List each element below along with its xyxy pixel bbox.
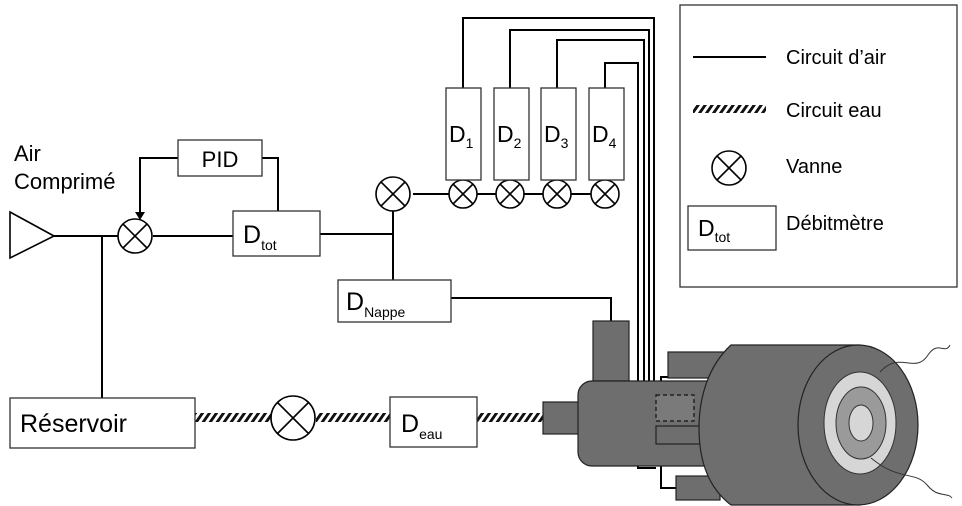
water-pipe-segment <box>195 413 271 422</box>
pid-label: PID <box>202 147 239 172</box>
legend-valve-icon <box>711 150 747 186</box>
valve-d1-icon <box>448 179 478 209</box>
legend-water-label: Circuit eau <box>786 100 882 122</box>
valve-d2-icon <box>495 179 525 209</box>
legend-flowmeter-sample <box>687 205 777 251</box>
water-inlet-fitting <box>542 401 580 435</box>
flowmeter-d3-label: D3 <box>544 121 569 151</box>
inner-chamber-dashed <box>655 394 695 422</box>
legend-valve-label: Vanne <box>786 156 842 178</box>
flowmeter-deau <box>389 396 478 448</box>
core-ring <box>848 404 874 442</box>
valve-distribution-icon <box>375 176 411 212</box>
flowmeter-d1 <box>445 87 482 181</box>
flowmeter-d3 <box>540 87 577 181</box>
valve-water-icon <box>270 395 316 441</box>
flowmeter-d2 <box>493 87 530 181</box>
air-port-bottom <box>675 475 721 501</box>
air-port-middle <box>655 425 705 445</box>
air-label-line1: Air <box>14 141 41 166</box>
water-pipe-segment <box>316 413 390 422</box>
flowmeter-d4-label: D4 <box>592 121 617 151</box>
flowmeter-deau-label: Deau <box>401 410 442 442</box>
flowmeter-dnappe-label: DNappe <box>346 288 406 320</box>
wire-bottom <box>870 457 953 499</box>
legend-flowmeter-label: Débitmètre <box>786 213 884 235</box>
injector-device <box>542 320 953 506</box>
pid-box <box>177 139 263 177</box>
flowmeter-d1-label: D1 <box>449 121 474 151</box>
air-label-line2: Comprimé <box>14 169 115 194</box>
legend: Circuit d’air Circuit eau Vanne Dtot Déb… <box>679 4 958 288</box>
valve-d3-icon <box>542 179 572 209</box>
flowmeter-d4 <box>588 87 625 181</box>
reservoir-box <box>9 397 196 449</box>
flowmeter-d2-label: D2 <box>497 121 522 151</box>
legend-flowmeter-symbol: Dtot <box>698 215 730 245</box>
legend-air-label: Circuit d’air <box>786 47 886 69</box>
flowmeter-dnappe <box>337 279 452 323</box>
water-pipe-segment <box>477 413 543 422</box>
valve-main-icon <box>117 218 153 254</box>
nappe-air-inlet <box>592 320 630 382</box>
air-supply-triangle-icon <box>9 210 56 260</box>
flowmeter-dtot <box>232 210 321 257</box>
valve-d4-icon <box>590 179 620 209</box>
legend-water-sample <box>693 105 766 113</box>
reservoir-label: Réservoir <box>20 410 127 438</box>
wire-top <box>879 344 951 373</box>
flowmeter-dtot-label: Dtot <box>243 221 277 253</box>
water-circuit <box>195 413 543 422</box>
